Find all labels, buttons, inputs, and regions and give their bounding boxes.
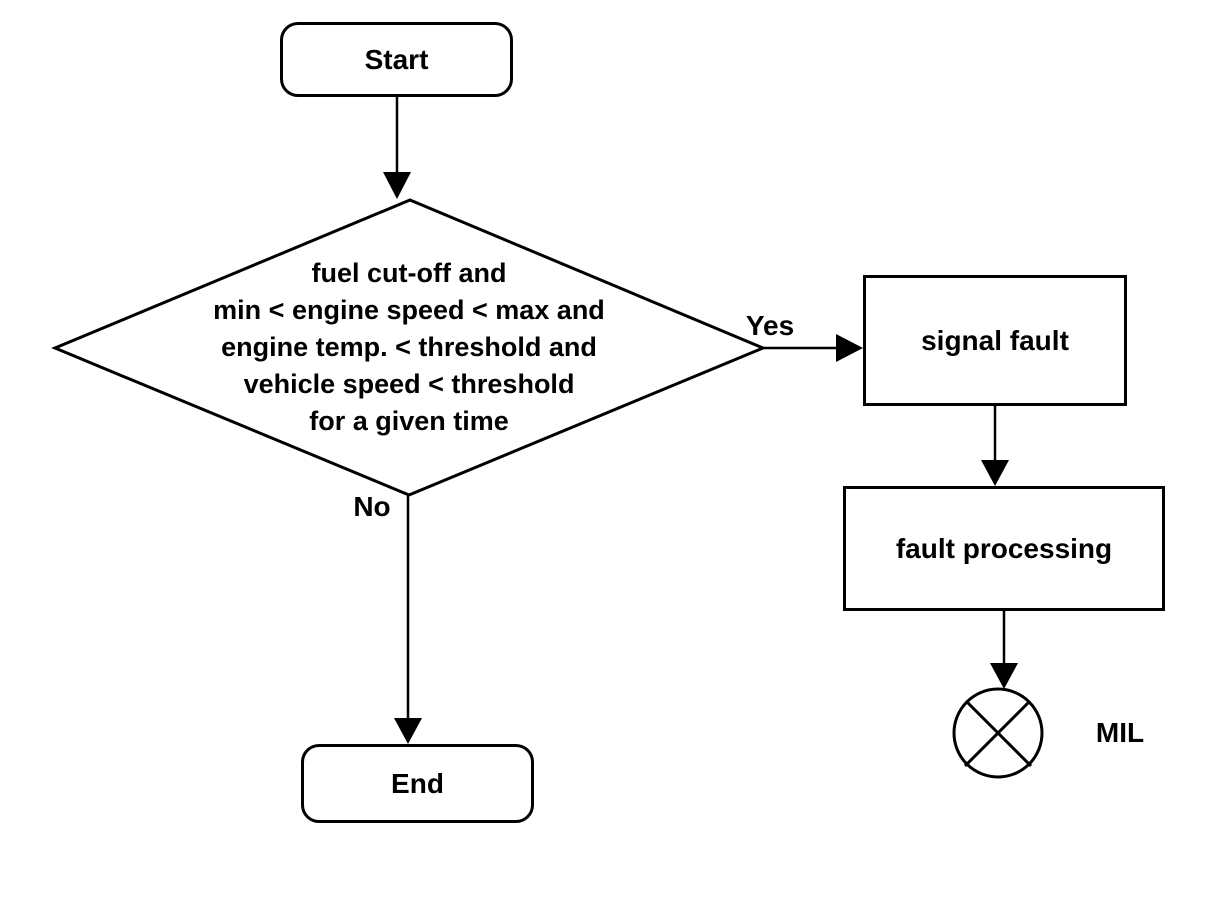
signal-fault-node-label: signal fault (921, 324, 1069, 356)
decision-condition-line: for a given time (309, 406, 509, 436)
fault-processing-node: fault processing (843, 486, 1165, 611)
signal-fault-to-fault-processing-arrow (981, 406, 1009, 486)
signal-fault-node: signal fault (863, 275, 1127, 406)
start-node: Start (280, 22, 513, 97)
no-branch-label: No (353, 491, 391, 522)
decision-node-text: fuel cut-off and min < engine speed < ma… (129, 255, 689, 440)
start-to-decision-arrow (383, 97, 411, 199)
end-node-label: End (391, 767, 444, 799)
start-node-label: Start (364, 43, 429, 75)
decision-to-signal-fault-arrow (763, 334, 863, 362)
mil-lamp-label: MIL (1095, 717, 1145, 748)
decision-to-end-arrow (394, 495, 422, 744)
decision-condition-line: min < engine speed < max and (213, 295, 605, 325)
decision-condition-line: engine temp. < threshold and (221, 332, 597, 362)
fault-processing-to-mil-arrow (990, 611, 1018, 689)
decision-condition-line: fuel cut-off and (311, 258, 507, 288)
mil-lamp-icon (952, 687, 1044, 779)
fault-processing-node-label: fault processing (895, 532, 1113, 564)
end-node: End (301, 744, 534, 823)
decision-condition-line: vehicle speed < threshold (243, 369, 575, 399)
yes-branch-label: Yes (745, 310, 795, 341)
